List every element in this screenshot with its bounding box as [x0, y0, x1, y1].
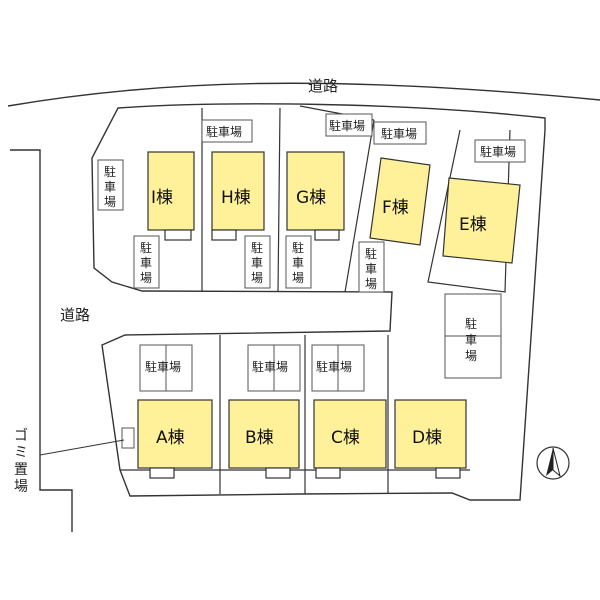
lot-dividers	[120, 105, 511, 494]
parking-i-front	[133, 235, 160, 289]
svg-text:駐: 駐	[292, 240, 304, 255]
parking-label-h-front: 駐 車 場	[251, 240, 263, 285]
parking-i-side	[97, 159, 124, 211]
svg-text:車: 車	[465, 333, 477, 347]
parking-boxes	[97, 113, 526, 392]
svg-text:場: 場	[140, 271, 152, 285]
parking-g-front	[285, 235, 312, 289]
parking-label-i-front: 駐 車 場	[140, 240, 152, 285]
buildings	[137, 151, 521, 479]
parking-label-f-top2: 駐車場	[381, 126, 417, 141]
road-label-top: 道路	[308, 77, 338, 95]
building-b	[228, 399, 300, 469]
building-a-porch	[149, 467, 175, 479]
svg-text:場: 場	[104, 195, 116, 209]
svg-text:駐: 駐	[104, 164, 116, 179]
svg-text:車: 車	[365, 262, 377, 276]
building-a	[137, 399, 213, 469]
parking-h-front	[244, 235, 271, 289]
compass-north-icon	[536, 446, 570, 480]
parking-label-f-side: 駐 車 場	[365, 246, 377, 291]
parking-label-g-front: 駐 車 場	[292, 240, 304, 285]
svg-text:車: 車	[104, 180, 116, 194]
building-c-porch	[315, 467, 341, 479]
building-label-a: A棟	[156, 428, 185, 448]
parking-label-side-right: 駐 車 場	[465, 316, 477, 363]
building-label-e: E棟	[459, 215, 487, 235]
road-lines	[7, 82, 600, 532]
parking-label-a: 駐車場	[145, 359, 181, 374]
building-g-porch	[314, 229, 340, 241]
building-label-i: I棟	[151, 188, 173, 208]
svg-text:ゴ: ゴ	[14, 427, 28, 444]
svg-text:車: 車	[251, 256, 263, 270]
svg-text:場: 場	[465, 349, 477, 363]
svg-text:場: 場	[14, 479, 28, 495]
parking-label-h-top: 駐車場	[206, 124, 242, 139]
site-boundary	[91, 103, 546, 501]
building-g	[286, 151, 345, 231]
road-label-left: 道路	[60, 306, 90, 324]
building-d	[394, 399, 467, 469]
road-edge-top	[7, 82, 600, 107]
svg-text:場: 場	[251, 271, 263, 285]
parking-f-side	[358, 241, 385, 293]
building-label-c: C棟	[331, 428, 360, 448]
parking-f-top2	[373, 121, 427, 145]
svg-text:車: 車	[292, 256, 304, 270]
building-e	[442, 177, 521, 264]
parking-label-e-top: 駐車場	[480, 144, 516, 159]
building-label-f: F棟	[382, 198, 409, 218]
parking-label-f-top: 駐車場	[329, 118, 365, 133]
parking-h-top	[201, 119, 253, 143]
svg-text:場: 場	[292, 271, 304, 285]
parking-label-c: 駐車場	[316, 359, 352, 374]
garbage-area-box	[121, 427, 135, 449]
building-h-porch	[211, 229, 237, 241]
garbage-leader-line	[39, 439, 125, 456]
svg-text:場: 場	[365, 277, 377, 291]
building-c	[313, 399, 387, 469]
svg-text:ミ: ミ	[14, 445, 28, 461]
building-label-d: D棟	[412, 428, 442, 448]
building-label-h: H棟	[221, 188, 251, 208]
svg-text:置: 置	[14, 462, 28, 478]
building-b-porch	[265, 467, 291, 479]
svg-text:駐: 駐	[251, 240, 263, 255]
building-f	[369, 157, 431, 246]
svg-text:駐: 駐	[465, 316, 477, 331]
building-i-porch	[164, 229, 192, 241]
building-d-porch	[435, 467, 461, 479]
road-edge-left-outer	[10, 149, 73, 532]
parking-label-i-side: 駐 車 場	[104, 164, 116, 209]
parking-f-top	[325, 113, 373, 137]
building-label-g: G棟	[296, 188, 326, 208]
garbage-area-label: ゴ ミ 置 場	[14, 427, 28, 495]
svg-text:駐: 駐	[365, 246, 377, 261]
parking-e-top	[474, 139, 526, 163]
building-h	[211, 151, 265, 231]
building-label-b: B棟	[245, 428, 274, 448]
building-i	[147, 151, 195, 231]
parking-label-b: 駐車場	[252, 359, 288, 374]
svg-text:車: 車	[140, 256, 152, 270]
svg-text:駐: 駐	[140, 240, 152, 255]
